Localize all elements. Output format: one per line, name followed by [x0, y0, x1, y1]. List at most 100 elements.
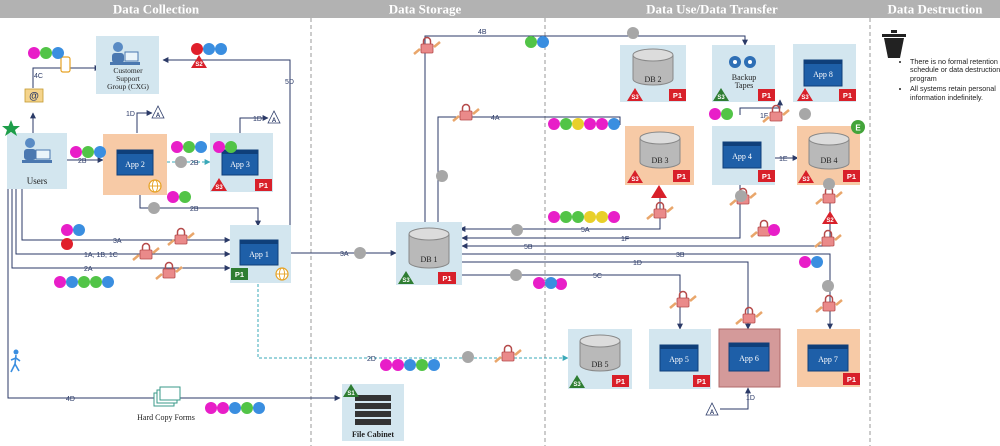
- section-title-collection: Data Collection: [113, 2, 200, 17]
- app5-label: App 5: [669, 355, 689, 364]
- db4-label: DB 4: [820, 156, 837, 165]
- flow-3a-users-app1: [21, 168, 231, 243]
- flow-2d-app1-db5: [257, 284, 569, 361]
- app2-label: App 2: [125, 160, 145, 169]
- data-element-dot: [560, 118, 572, 130]
- data-element-dot: [511, 224, 523, 236]
- p1-tag-db3: P1: [673, 170, 690, 182]
- flow-1d-a-app6: [720, 387, 751, 410]
- svg-text:4C: 4C: [34, 73, 43, 80]
- data-element-dot: [572, 118, 584, 130]
- data-element-dot: [823, 178, 835, 190]
- section-title-storage: Data Storage: [389, 2, 462, 17]
- svg-text:1F: 1F: [760, 113, 768, 120]
- s3-tag-app8: S3: [797, 88, 813, 101]
- data-element-dot: [799, 108, 811, 120]
- app1-label: App 1: [249, 250, 269, 259]
- flow-5c-db1-app5: [462, 274, 683, 330]
- data-element-dot: [584, 118, 596, 130]
- data-element-dot: [436, 170, 448, 182]
- p1-tag-db4: P1: [843, 170, 860, 182]
- lock-icon: [813, 229, 843, 249]
- app2-node[interactable]: App 2: [103, 134, 167, 195]
- e-badge: [851, 120, 865, 134]
- e-badge-label: E: [855, 124, 861, 133]
- flow-1d-db1-app6: [462, 261, 751, 330]
- data-element-dot: [608, 211, 620, 223]
- data-element-dot: [525, 36, 537, 48]
- s3-tag-backup: S3: [713, 88, 729, 101]
- data-element-dot: [572, 211, 584, 223]
- db3-label: DB 3: [651, 156, 668, 165]
- svg-text:3A: 3A: [113, 238, 122, 245]
- svg-text:1D: 1D: [126, 111, 135, 118]
- hard-copy-forms-node[interactable]: Hard Copy Forms: [137, 386, 195, 422]
- hard-copy-forms-label: Hard Copy Forms: [137, 413, 195, 422]
- data-element-dot: [217, 402, 229, 414]
- data-element-dot: [533, 277, 545, 289]
- data-element-dot: [73, 224, 85, 236]
- lock-icon: [814, 294, 844, 314]
- svg-text:S3: S3: [573, 382, 581, 388]
- user-computer-icon: [22, 138, 52, 163]
- svg-text:3A: 3A: [340, 251, 349, 258]
- p1-tag-app8: P1: [839, 89, 856, 101]
- svg-text:S3: S3: [402, 278, 410, 284]
- data-element-dot: [102, 276, 114, 288]
- svg-text:4D: 4D: [66, 396, 75, 403]
- data-element-dot: [416, 359, 428, 371]
- lock-icon: [131, 242, 161, 262]
- backup-label-1: Backup: [732, 73, 756, 82]
- data-element-dot: [241, 402, 253, 414]
- p1-tag-app3: P1: [255, 179, 272, 191]
- email-icon: @: [24, 88, 44, 103]
- data-element-dot: [28, 47, 40, 59]
- data-element-dot: [721, 108, 733, 120]
- db2-label: DB 2: [644, 75, 661, 84]
- data-element-dot: [555, 278, 567, 290]
- file-cabinet-label: File Cabinet: [352, 430, 394, 439]
- s3-tag-db3: S3: [627, 170, 643, 183]
- svg-text:4A: 4A: [491, 115, 500, 122]
- svg-text:P1: P1: [847, 375, 856, 384]
- app8-label: App 8: [813, 70, 833, 79]
- data-element-dot: [40, 47, 52, 59]
- p1-tag-backup: P1: [758, 89, 775, 101]
- svg-text:4B: 4B: [478, 29, 487, 36]
- phone-icon: [60, 56, 71, 73]
- app3-label: App 3: [230, 160, 250, 169]
- app6-node[interactable]: App 6: [718, 328, 781, 388]
- section-title-use: Data Use/Data Transfer: [646, 2, 778, 17]
- app4-label: App 4: [732, 152, 752, 161]
- svg-text:2A: 2A: [84, 266, 93, 273]
- app7-label: App 7: [818, 355, 838, 364]
- data-element-dot: [596, 211, 608, 223]
- data-element-dot: [596, 118, 608, 130]
- flow-1abc-users-app1: [15, 168, 231, 257]
- flow-4a-db1-db3: [437, 116, 621, 222]
- data-element-dot: [148, 202, 160, 214]
- svg-text:S3: S3: [717, 95, 725, 101]
- customer-support-group-node[interactable]: Customer Support Group (CXG): [96, 36, 159, 94]
- data-element-dot: [822, 280, 834, 292]
- data-element-dot: [404, 359, 416, 371]
- svg-text:1D: 1D: [746, 395, 755, 402]
- flow-4c-email-cxg: [32, 65, 101, 88]
- flow-4b-db1-backup: [424, 35, 748, 222]
- data-element-dot: [78, 276, 90, 288]
- svg-text:S3: S3: [802, 177, 810, 183]
- trash-can-icon: [882, 30, 906, 58]
- svg-text:S2: S2: [195, 62, 203, 68]
- svg-text:P1: P1: [259, 181, 268, 190]
- lock-icon: [154, 261, 184, 281]
- svg-text:A: A: [156, 113, 161, 119]
- paper-stack-icon: [153, 386, 181, 407]
- flow-4d-users-filecabinet: [7, 168, 341, 401]
- db2-node[interactable]: DB 2: [620, 45, 686, 102]
- lock-icon: [451, 103, 481, 123]
- svg-text:3B: 3B: [676, 252, 685, 259]
- users-node[interactable]: Users: [2, 120, 67, 189]
- s3-tag-db2: S3: [627, 88, 643, 101]
